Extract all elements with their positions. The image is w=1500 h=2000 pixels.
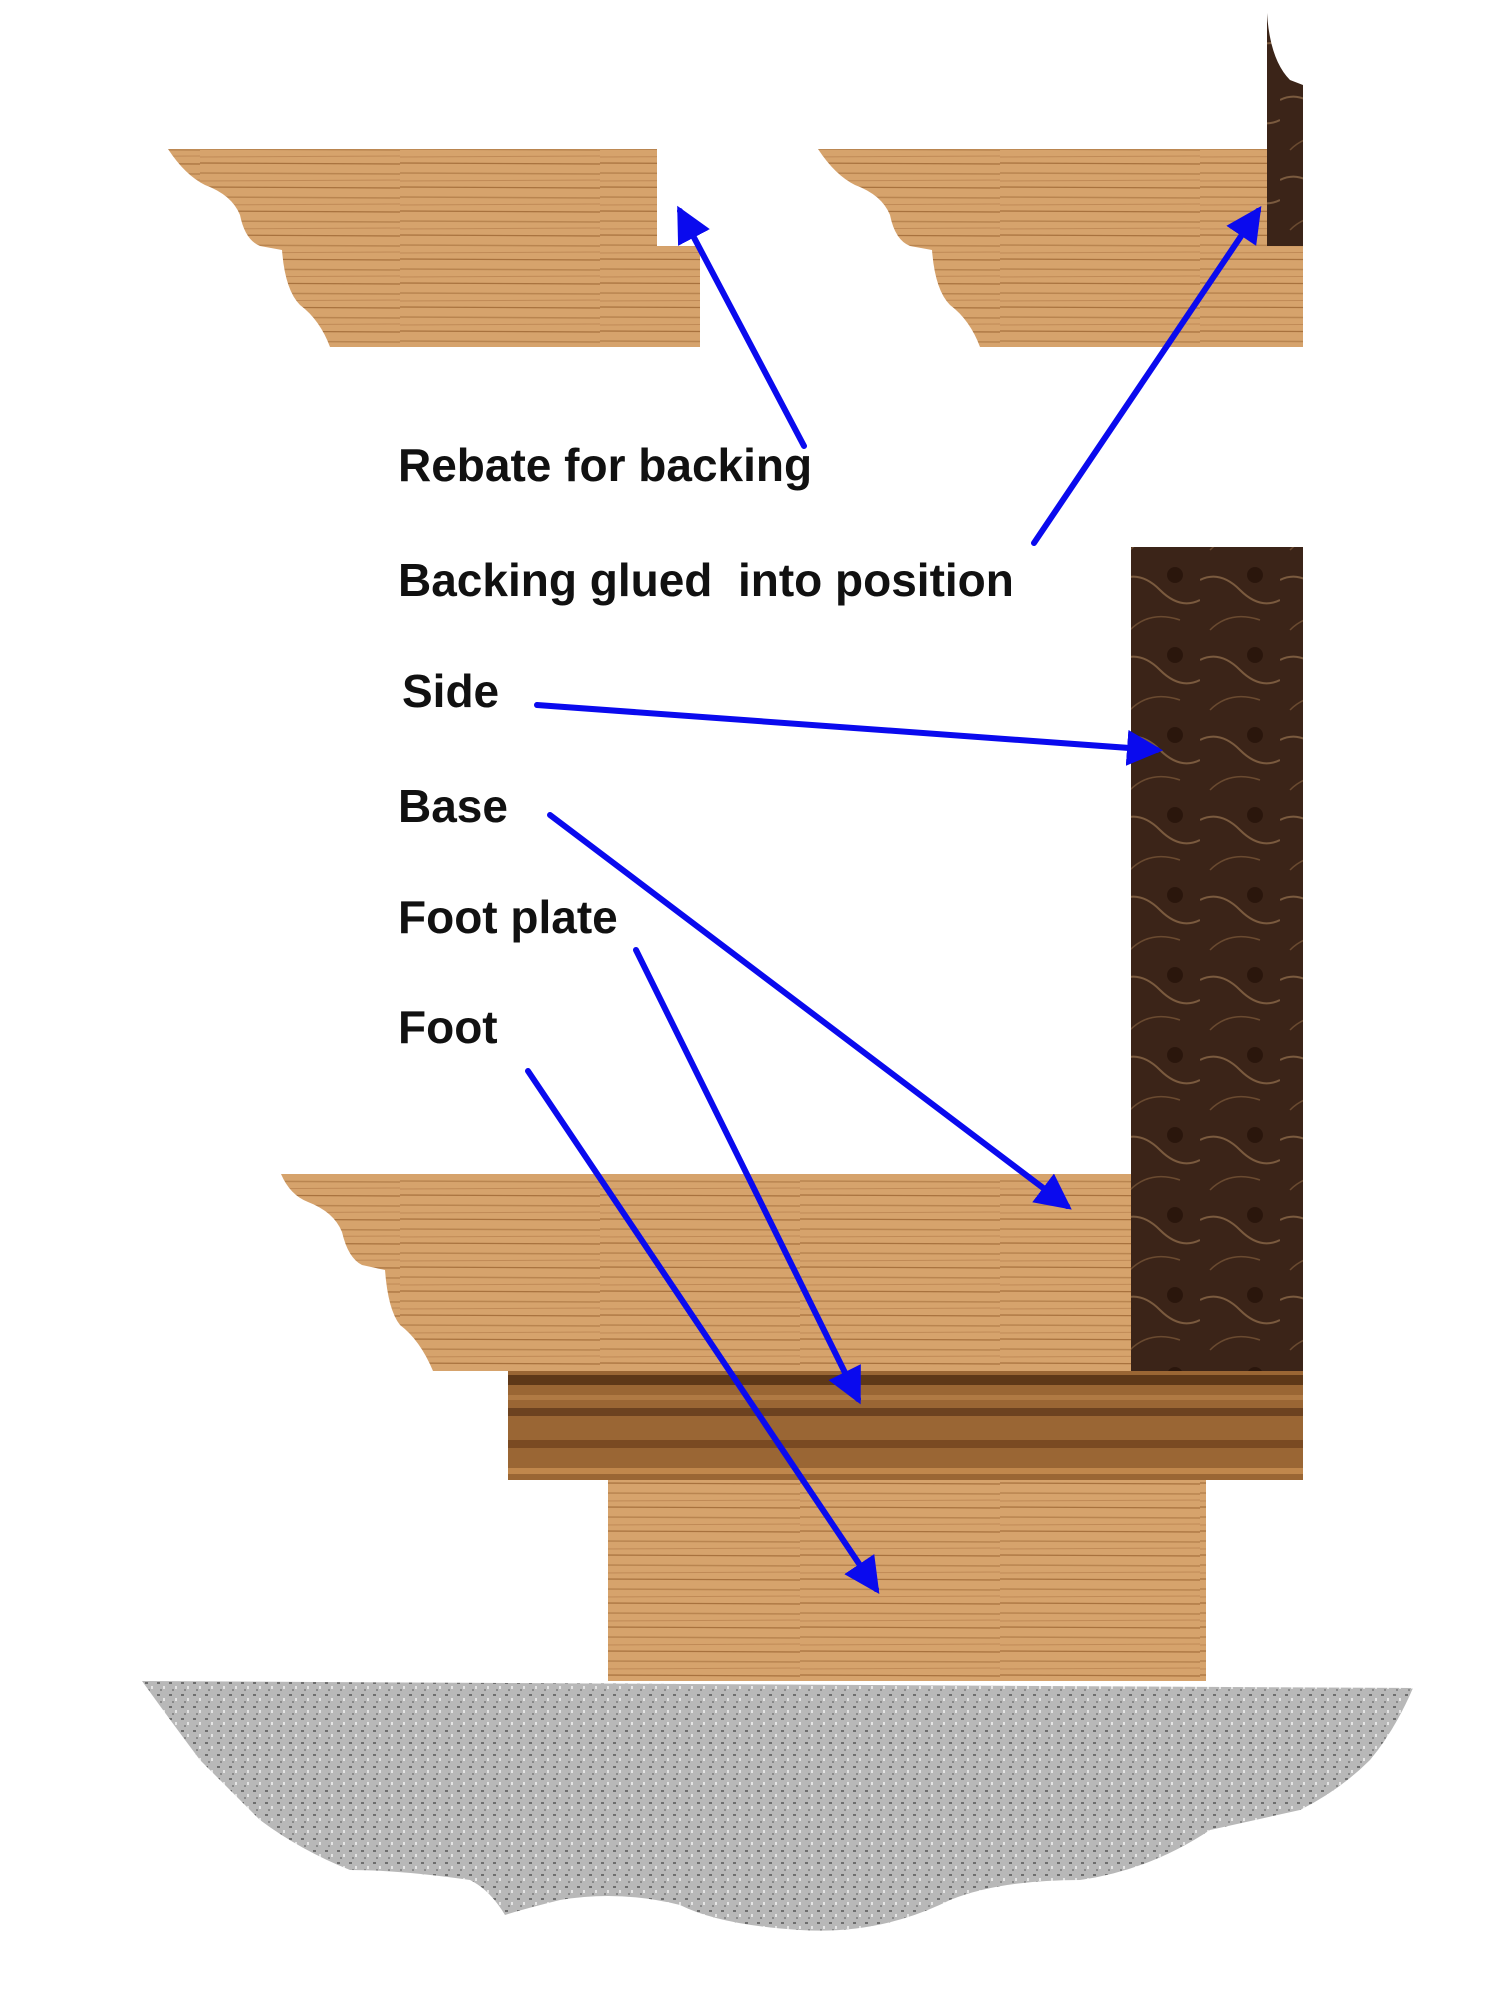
side-panel — [1131, 547, 1303, 1371]
label-side: Side — [402, 665, 500, 717]
arrow-side — [534, 702, 1163, 766]
label-rebate: Rebate for backing — [398, 439, 813, 491]
foot-plate — [508, 1371, 1303, 1480]
label-base: Base — [398, 780, 508, 832]
top-molding-with-backing — [818, 149, 1303, 347]
foot — [608, 1480, 1206, 1681]
label-backing: Backing glued into position — [398, 554, 1014, 606]
arrow-base — [547, 812, 1072, 1210]
base-molding — [281, 1174, 1131, 1371]
label-foot: Foot — [398, 1001, 498, 1053]
top-molding-rebated — [168, 149, 700, 347]
arrow-foot-plate — [633, 947, 861, 1405]
label-foot-plate: Foot plate — [398, 891, 618, 943]
arrow-foot — [525, 1068, 880, 1594]
arrow-rebate — [677, 205, 807, 449]
arrow-backing — [1031, 206, 1262, 546]
backing-panel — [1267, 13, 1303, 246]
stone-floor — [142, 1681, 1413, 1931]
